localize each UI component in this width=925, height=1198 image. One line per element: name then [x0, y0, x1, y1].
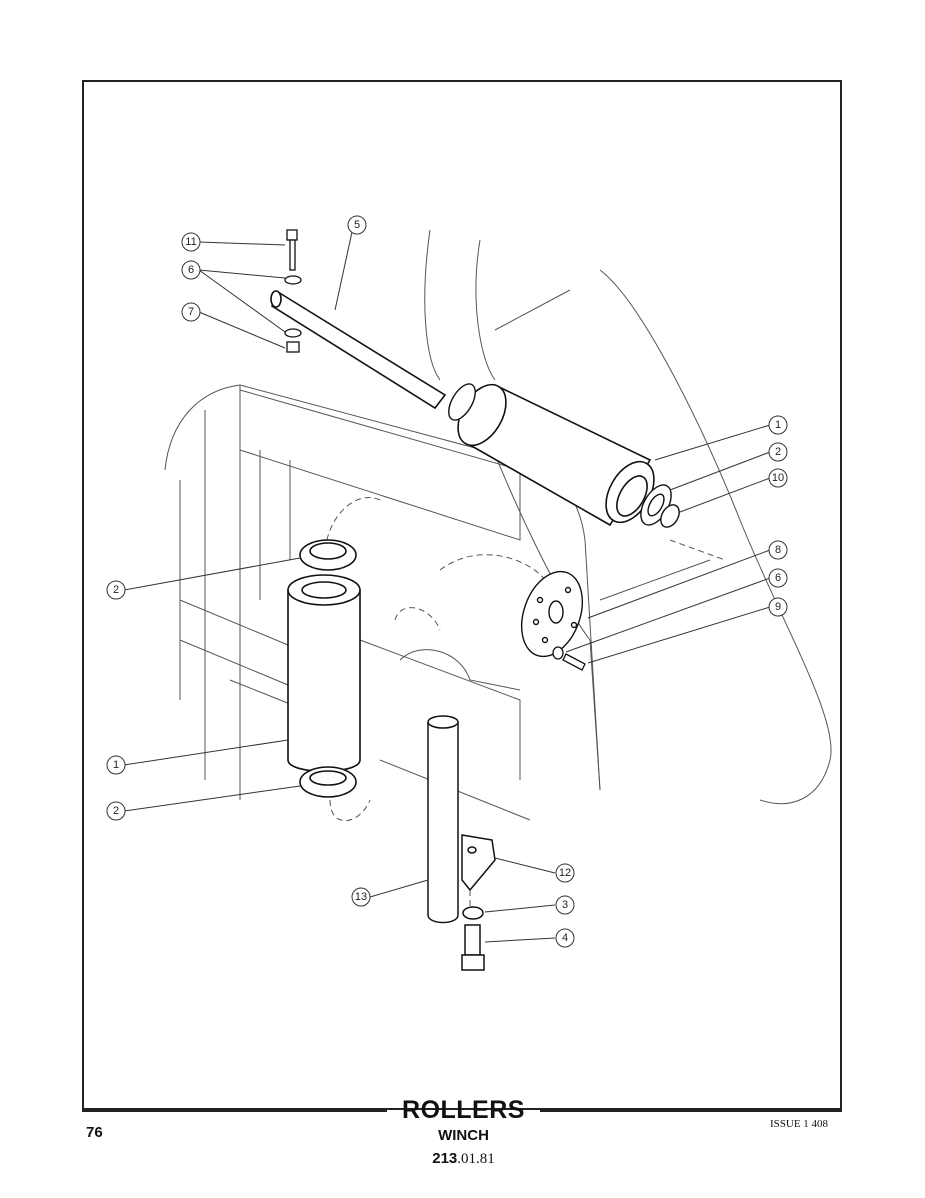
svg-text:9: 9 — [775, 601, 781, 613]
svg-text:3: 3 — [562, 899, 568, 911]
leader-lines — [123, 231, 771, 943]
svg-text:5: 5 — [354, 219, 360, 231]
drawing-frame — [82, 80, 842, 1110]
callout-3: 3 — [555, 895, 575, 915]
hidden-lines — [324, 497, 726, 910]
callout-5: 5 — [347, 215, 367, 235]
page-title: ROLLERS — [402, 1096, 525, 1124]
section-code-bold: 213 — [432, 1150, 458, 1167]
svg-text:8: 8 — [775, 544, 781, 556]
page-subtitle: WINCH — [438, 1127, 489, 1144]
svg-text:6: 6 — [188, 264, 194, 276]
issue-label: ISSUE 1 408 — [770, 1118, 829, 1130]
svg-text:12: 12 — [559, 867, 571, 879]
callout-1-right: 1 — [768, 415, 788, 435]
svg-text:4: 4 — [562, 932, 568, 944]
horizontal-bearings — [448, 383, 680, 528]
callout-12: 12 — [555, 863, 575, 883]
horizontal-roller-tube — [457, 383, 655, 527]
callout-2-right: 2 — [768, 442, 788, 462]
callout-6-top: 6 — [181, 260, 201, 280]
callout-6-right: 6 — [768, 568, 788, 588]
svg-text:2: 2 — [113, 584, 119, 596]
page-number: 76 — [86, 1124, 103, 1141]
callout-9: 9 — [768, 597, 788, 617]
end-plate — [520, 570, 584, 658]
section-code-rest: .01.81 — [457, 1151, 495, 1167]
svg-text:1: 1 — [775, 419, 781, 431]
vertical-pin-assembly — [427, 715, 496, 971]
svg-text:13: 13 — [355, 891, 367, 903]
footer-rule-left — [82, 1110, 387, 1112]
plate-bolt — [552, 646, 586, 671]
frame-structure — [164, 229, 832, 821]
svg-text:10: 10 — [772, 472, 784, 484]
top-bolt-assembly — [284, 229, 302, 353]
callout-7: 7 — [181, 302, 201, 322]
section-code: 213.01.81 — [387, 1150, 540, 1168]
svg-text:6: 6 — [775, 572, 781, 584]
svg-text:1: 1 — [113, 759, 119, 771]
horizontal-pin — [270, 290, 447, 410]
footer-rule-right — [540, 1110, 842, 1112]
vertical-roller — [287, 539, 361, 798]
callout-2-left-bottom: 2 — [106, 801, 126, 821]
callout-11: 11 — [181, 232, 201, 252]
svg-text:2: 2 — [113, 805, 119, 817]
callout-1-left: 1 — [106, 755, 126, 775]
callout-4: 4 — [555, 928, 575, 948]
svg-text:7: 7 — [188, 306, 194, 318]
svg-text:2: 2 — [775, 446, 781, 458]
callout-13: 13 — [351, 887, 371, 907]
callout-2-left-top: 2 — [106, 580, 126, 600]
svg-text:11: 11 — [185, 236, 196, 248]
callout-8: 8 — [768, 540, 788, 560]
callout-10: 10 — [768, 468, 788, 488]
